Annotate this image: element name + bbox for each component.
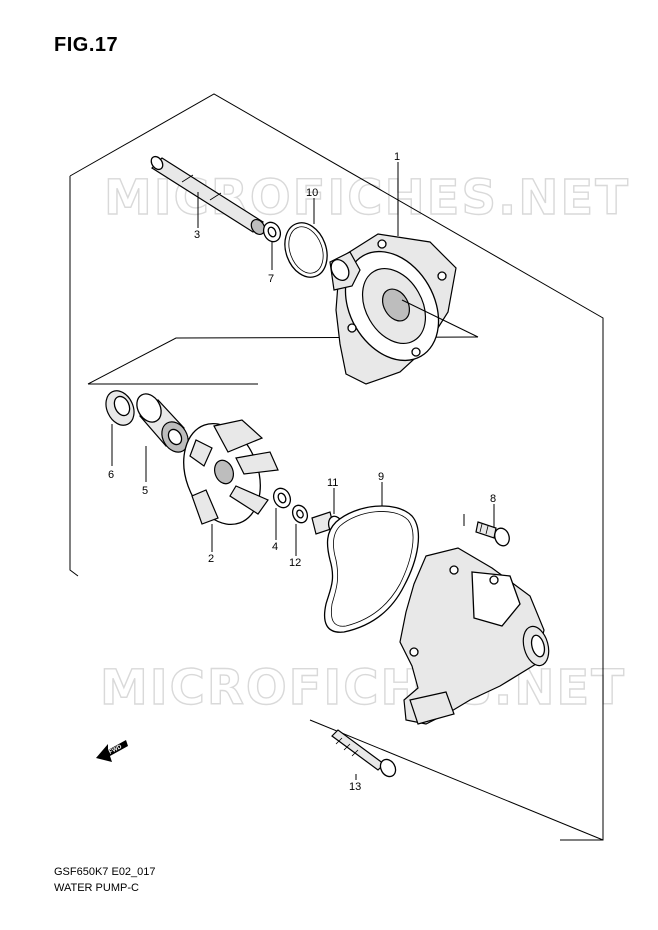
o-ring-9 bbox=[323, 505, 420, 633]
impeller-2 bbox=[183, 419, 279, 526]
callout-10: 10 bbox=[306, 187, 318, 199]
figure-title: FIG.17 bbox=[54, 34, 119, 56]
callout-9: 9 bbox=[378, 471, 384, 483]
mechanical-seal-5 bbox=[136, 393, 189, 453]
callout-11: 11 bbox=[327, 477, 338, 489]
washer-7 bbox=[262, 221, 282, 243]
callout-7: 7 bbox=[268, 273, 274, 285]
callout-1: 1 bbox=[394, 151, 400, 163]
callout-5: 5 bbox=[142, 485, 148, 497]
callout-2: 2 bbox=[208, 553, 214, 565]
bolt-8 bbox=[475, 521, 510, 547]
callout-3: 3 bbox=[194, 229, 200, 241]
callout-4: 4 bbox=[272, 541, 278, 553]
watermark-bottom: MICROFICHES.NET bbox=[100, 660, 626, 716]
bolt-13 bbox=[331, 729, 397, 778]
fwd-arrow-icon: FWD bbox=[96, 740, 128, 762]
callout-13: 13 bbox=[349, 781, 361, 793]
callout-8: 8 bbox=[490, 493, 496, 505]
washer-4 bbox=[272, 487, 292, 509]
leader-lines bbox=[111, 162, 495, 780]
pump-body bbox=[329, 233, 457, 385]
gasket-12 bbox=[291, 504, 309, 524]
callout-6: 6 bbox=[108, 469, 114, 481]
footer-code: GSF650K7 E02_017 bbox=[54, 866, 156, 878]
footer-name: WATER PUMP-C bbox=[54, 882, 139, 894]
o-ring-10 bbox=[284, 222, 328, 278]
pump-shaft bbox=[150, 155, 266, 236]
oil-seal-6 bbox=[105, 390, 135, 426]
pump-case bbox=[399, 547, 550, 725]
callout-12: 12 bbox=[289, 557, 301, 569]
